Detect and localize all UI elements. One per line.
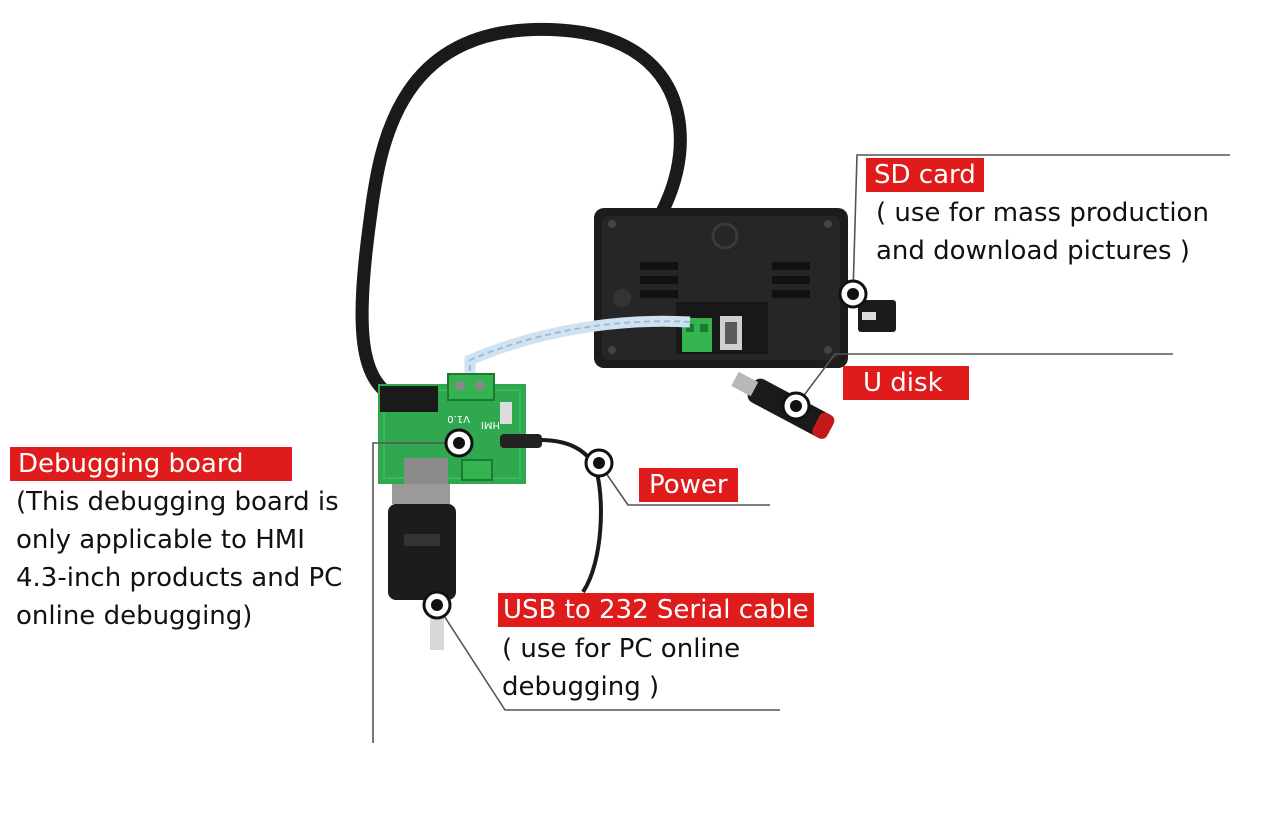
leader-lines — [372, 154, 1230, 743]
pcb-version-text: V1.0 — [447, 413, 470, 424]
usb-serial-desc-line2: debugging ) — [502, 672, 660, 702]
marker-u-disk — [781, 391, 811, 421]
marker-sd-card — [838, 279, 868, 309]
sd-card-desc-line2: and download pictures ) — [876, 236, 1190, 266]
ribbon-cable — [464, 315, 691, 382]
sd-card-desc-line1: ( use for mass production — [876, 198, 1209, 228]
debugging-board-label: Debugging board — [10, 447, 292, 481]
marker-power — [584, 448, 614, 478]
serial-adapter — [388, 484, 456, 650]
marker-dots — [422, 279, 868, 620]
main-cable — [355, 22, 687, 405]
u-disk-label: U disk — [843, 366, 969, 400]
debugging-board-desc-line1: (This debugging board is — [16, 487, 339, 517]
usb-serial-label: USB to 232 Serial cable — [498, 593, 814, 627]
sd-card-label: SD card — [866, 158, 984, 192]
debugging-board-desc-line4: online debugging) — [16, 601, 253, 631]
usb-serial-desc-line1: ( use for PC online — [502, 634, 741, 664]
debugging-board-pcb: V1.0 HMI — [378, 373, 542, 484]
pcb-brand-text: HMI — [481, 419, 500, 430]
marker-usb-serial — [422, 590, 452, 620]
power-label: Power — [639, 468, 738, 502]
sd-card — [858, 300, 896, 332]
debugging-board-desc-line3: 4.3-inch products and PC — [16, 563, 343, 593]
debugging-board-desc-line2: only applicable to HMI — [16, 525, 305, 555]
marker-debugging-board — [444, 428, 474, 458]
hmi-device — [594, 208, 848, 368]
